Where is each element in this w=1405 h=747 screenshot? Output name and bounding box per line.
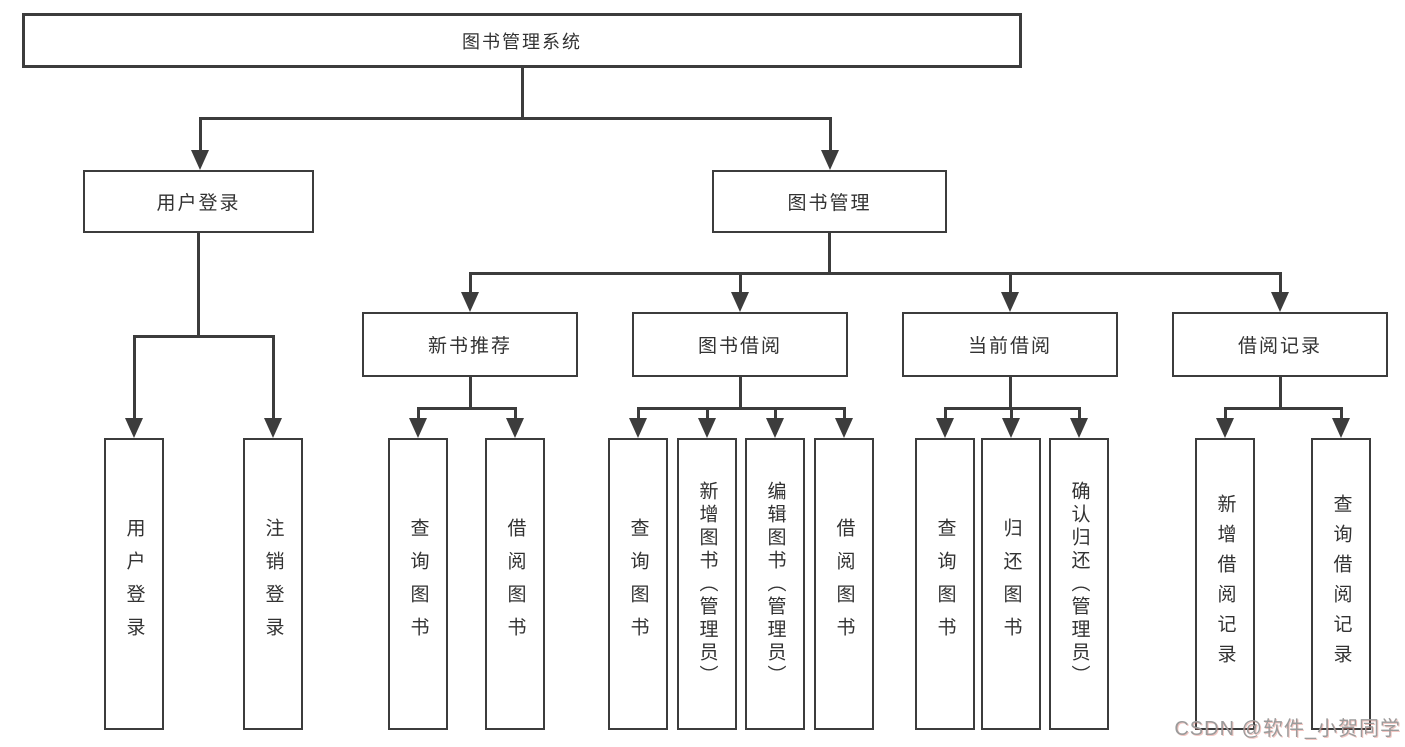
connector-line <box>827 233 831 275</box>
csdn-watermark: CSDN @软件_小贺同学 <box>1174 718 1401 740</box>
connector-line <box>943 408 947 421</box>
connector-line <box>1077 408 1081 421</box>
arrowhead-icon <box>1001 292 1019 312</box>
leaf-query-books-recommend: 查询图书 <box>388 438 448 730</box>
connector-line <box>1008 377 1012 409</box>
leaf-logout: 注销登录 <box>243 438 303 730</box>
leaf-label: 查询图书 <box>407 518 429 650</box>
connector-line <box>198 117 202 152</box>
leaf-borrow-books: 借阅图书 <box>814 438 874 730</box>
leaf-label: 用户登录 <box>123 518 145 650</box>
leaf-label: 借阅图书 <box>833 518 855 650</box>
connector-line <box>738 273 742 294</box>
connector-line <box>636 407 846 410</box>
arrowhead-icon <box>629 418 647 438</box>
leaf-query-books-borrow: 查询图书 <box>608 438 668 730</box>
connector-line <box>416 407 517 410</box>
arrowhead-icon <box>1332 418 1350 438</box>
node-user-login: 用户登录 <box>83 170 314 233</box>
connector-line <box>636 408 640 421</box>
arrowhead-icon <box>731 292 749 312</box>
connector-line <box>1008 273 1012 294</box>
node-label: 图书管理系统 <box>462 31 582 52</box>
node-label: 图书管理 <box>787 193 872 214</box>
connector-line <box>1339 408 1343 421</box>
connector-line <box>132 334 275 338</box>
arrowhead-icon <box>821 150 839 170</box>
arrowhead-icon <box>766 418 784 438</box>
leaf-label: 新增图书（管理员） <box>696 480 718 688</box>
leaf-label: 注销登录 <box>262 518 284 650</box>
connector-line <box>468 273 472 294</box>
leaf-add-borrow-record: 新增借阅记录 <box>1195 438 1255 730</box>
connector-line <box>468 272 1282 275</box>
connector-line <box>773 408 777 421</box>
node-label: 新书推荐 <box>427 336 512 357</box>
leaf-label: 归还图书 <box>1000 518 1022 650</box>
arrowhead-icon <box>1070 418 1088 438</box>
connector-line <box>1278 273 1282 294</box>
connector-line <box>842 408 846 421</box>
arrowhead-icon <box>461 292 479 312</box>
connector-line <box>705 408 709 421</box>
connector-line <box>520 68 524 118</box>
connector-line <box>1278 377 1282 409</box>
leaf-edit-books-admin: 编辑图书（管理员） <box>745 438 805 730</box>
leaf-add-books-admin: 新增图书（管理员） <box>677 438 737 730</box>
connector-line <box>271 335 275 420</box>
connector-line <box>196 233 200 337</box>
connector-line <box>198 116 832 120</box>
leaf-label: 确认归还（管理员） <box>1068 480 1090 688</box>
node-book-borrow: 图书借阅 <box>632 312 848 377</box>
leaf-confirm-return-admin: 确认归还（管理员） <box>1049 438 1109 730</box>
leaf-user-login: 用户登录 <box>104 438 164 730</box>
arrowhead-icon <box>125 418 143 438</box>
node-new-book-recommend: 新书推荐 <box>362 312 578 377</box>
arrowhead-icon <box>936 418 954 438</box>
connector-line <box>513 408 517 421</box>
connector-line <box>1009 408 1013 421</box>
leaf-label: 编辑图书（管理员） <box>764 480 786 688</box>
node-label: 借阅记录 <box>1237 336 1322 357</box>
leaf-query-books-current: 查询图书 <box>915 438 975 730</box>
connector-line <box>1223 407 1343 410</box>
node-label: 图书借阅 <box>697 336 782 357</box>
connector-line <box>468 377 472 409</box>
connector-line <box>1223 408 1227 421</box>
arrowhead-icon <box>1216 418 1234 438</box>
node-current-borrow: 当前借阅 <box>902 312 1118 377</box>
arrowhead-icon <box>1271 292 1289 312</box>
connector-line <box>828 117 832 152</box>
arrowhead-icon <box>1002 418 1020 438</box>
arrowhead-icon <box>698 418 716 438</box>
connector-line <box>738 377 742 409</box>
node-label: 用户登录 <box>156 193 241 214</box>
arrowhead-icon <box>264 418 282 438</box>
connector-line <box>416 408 420 421</box>
leaf-query-borrow-record: 查询借阅记录 <box>1311 438 1371 730</box>
node-borrow-records: 借阅记录 <box>1172 312 1388 377</box>
node-library-management-system: 图书管理系统 <box>22 13 1022 68</box>
leaf-label: 借阅图书 <box>504 518 526 650</box>
leaf-label: 新增借阅记录 <box>1214 494 1236 674</box>
arrowhead-icon <box>506 418 524 438</box>
leaf-label: 查询借阅记录 <box>1330 494 1352 674</box>
leaf-label: 查询图书 <box>934 518 956 650</box>
leaf-borrow-books-recommend: 借阅图书 <box>485 438 545 730</box>
node-label: 当前借阅 <box>967 336 1052 357</box>
leaf-label: 查询图书 <box>627 518 649 650</box>
arrowhead-icon <box>191 150 209 170</box>
leaf-return-books: 归还图书 <box>981 438 1041 730</box>
connector-line <box>132 335 136 420</box>
node-book-management: 图书管理 <box>712 170 947 233</box>
arrowhead-icon <box>409 418 427 438</box>
arrowhead-icon <box>835 418 853 438</box>
